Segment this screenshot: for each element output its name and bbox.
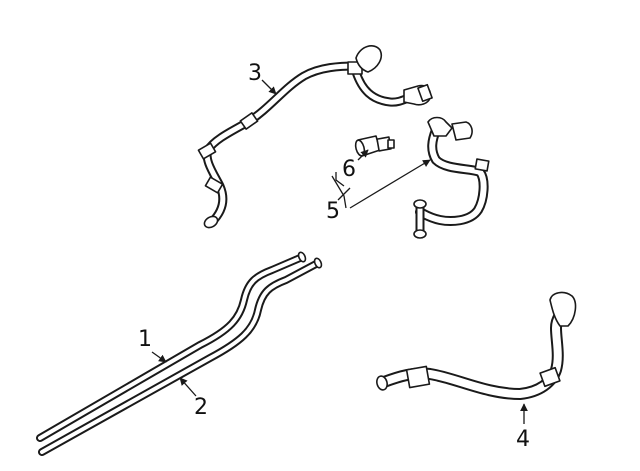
callout-1: 1 xyxy=(138,327,152,352)
leader-lines xyxy=(151,79,528,424)
callout-3: 3 xyxy=(248,61,262,86)
callout-2: 2 xyxy=(194,395,208,420)
valve-part-6 xyxy=(354,135,395,157)
callout-6: 6 xyxy=(342,157,356,182)
callout-labels: 1 2 3 4 5 6 xyxy=(138,61,530,452)
callout-5: 5 xyxy=(326,199,340,224)
callout-4: 4 xyxy=(516,427,530,452)
tube-part-2 xyxy=(38,257,323,456)
hose-part-5 xyxy=(413,116,490,239)
tube-part-1 xyxy=(36,251,307,442)
hose-part-3 xyxy=(197,45,433,229)
hose-part-4 xyxy=(376,291,577,400)
